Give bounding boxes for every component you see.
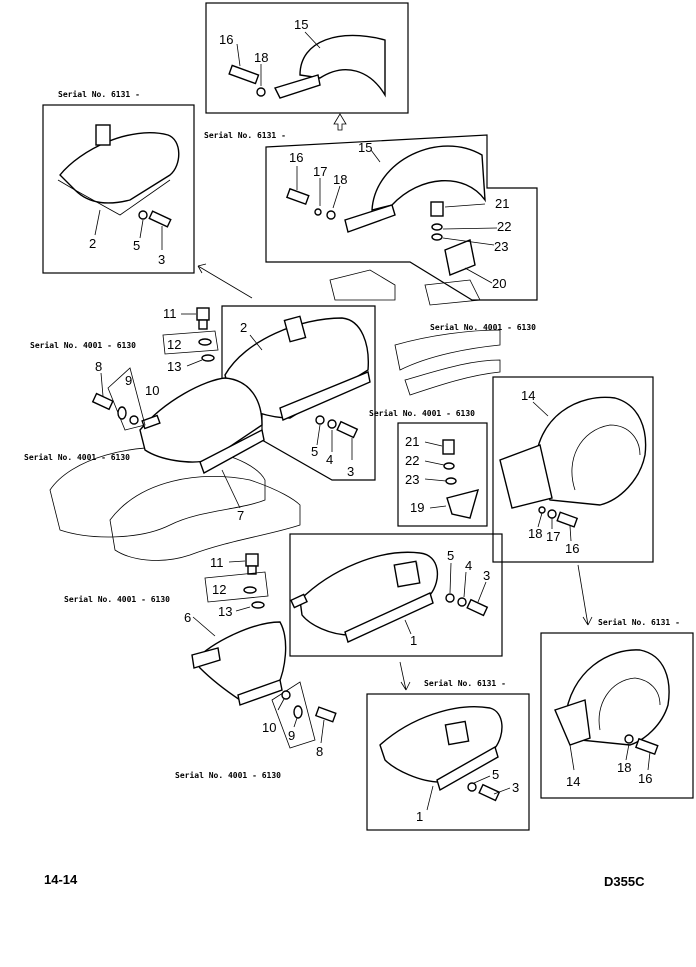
callout-18: 18 xyxy=(333,172,347,187)
box-small: 21 22 23 19 xyxy=(397,422,488,527)
box-rear: 16 17 18 15 21 22 23 20 xyxy=(265,134,538,301)
arrow xyxy=(577,564,593,626)
callout-10: 10 xyxy=(145,383,159,398)
box-top: 16 18 15 xyxy=(205,2,409,131)
callout-14: 14 xyxy=(566,774,580,789)
callout-1: 1 xyxy=(416,809,423,824)
callout-13: 13 xyxy=(218,604,232,619)
callout-21: 21 xyxy=(405,434,419,449)
box-bottom-center: 5 4 3 1 xyxy=(289,533,503,657)
serial-label: Serial No. 4001 - 6130 xyxy=(30,340,136,350)
callout-16: 16 xyxy=(565,541,579,556)
model-code: D355C xyxy=(604,874,645,889)
callout-20: 20 xyxy=(492,276,506,291)
serial-label: Serial No. 6131 - xyxy=(424,678,506,688)
arrow xyxy=(399,661,411,691)
callout-11: 11 xyxy=(163,306,177,321)
serial-label: Serial No. 4001 - 6130 xyxy=(369,408,475,418)
callout-18: 18 xyxy=(528,526,542,541)
callout-10: 10 xyxy=(262,720,276,735)
callout-13: 13 xyxy=(167,359,181,374)
callout-23: 23 xyxy=(494,239,508,254)
callout-12: 12 xyxy=(212,582,226,597)
machine-outline xyxy=(49,269,501,561)
callout-9: 9 xyxy=(288,728,295,743)
callout-9: 9 xyxy=(125,373,132,388)
callout-18: 18 xyxy=(254,50,268,65)
callout-22: 22 xyxy=(497,219,511,234)
callout-16: 16 xyxy=(638,771,652,786)
callout-3: 3 xyxy=(512,780,519,795)
main-left-parts: 11 12 13 8 9 10 xyxy=(91,306,219,431)
page-number: 14-14 xyxy=(44,872,78,887)
serial-label: Serial No. 4001 - 6130 xyxy=(24,452,130,462)
callout-23: 23 xyxy=(405,472,419,487)
bottom-left-parts: Serial No. 4001 - 6130 11 12 13 6 10 9 8 xyxy=(64,553,337,759)
callout-6: 6 xyxy=(184,610,191,625)
callout-2: 2 xyxy=(89,236,96,251)
serial-label: Serial No. 6131 - xyxy=(204,130,286,140)
box-left: 2 5 3 xyxy=(42,104,195,274)
callout-5: 5 xyxy=(447,548,454,563)
box-bottom: 5 3 1 xyxy=(366,693,530,831)
callout-22: 22 xyxy=(405,453,419,468)
serial-label: Serial No. 4001 - 6130 xyxy=(430,322,536,332)
callout-3: 3 xyxy=(483,568,490,583)
callout-12: 12 xyxy=(167,337,181,352)
callout-14: 14 xyxy=(521,388,535,403)
box-main: 2 5 4 3 7 xyxy=(139,305,376,523)
callout-2: 2 xyxy=(240,320,247,335)
callout-7: 7 xyxy=(237,508,244,523)
callout-3: 3 xyxy=(158,252,165,267)
callout-16: 16 xyxy=(289,150,303,165)
callout-19: 19 xyxy=(410,500,424,515)
serial-label: Serial No. 6131 - xyxy=(598,617,680,627)
callout-8: 8 xyxy=(95,359,102,374)
serial-label: Serial No. 6131 - xyxy=(58,89,140,99)
callout-5: 5 xyxy=(133,238,140,253)
callout-17: 17 xyxy=(313,164,327,179)
callout-4: 4 xyxy=(326,452,333,467)
box-bottom-right: 14 18 16 xyxy=(540,632,694,799)
serial-label: Serial No. 4001 - 6130 xyxy=(64,594,170,604)
callout-11: 11 xyxy=(210,555,224,570)
callout-5: 5 xyxy=(492,767,499,782)
callout-16: 16 xyxy=(219,32,233,47)
callout-4: 4 xyxy=(465,558,472,573)
serial-label: Serial No. 4001 - 6130 xyxy=(175,770,281,780)
box-right: 14 18 17 16 xyxy=(492,376,654,563)
callout-1: 1 xyxy=(410,633,417,648)
callout-15: 15 xyxy=(294,17,308,32)
callout-15: 15 xyxy=(358,140,372,155)
callout-21: 21 xyxy=(495,196,509,211)
callout-17: 17 xyxy=(546,529,560,544)
callout-8: 8 xyxy=(316,744,323,759)
callout-18: 18 xyxy=(617,760,631,775)
callout-3: 3 xyxy=(347,464,354,479)
callout-5: 5 xyxy=(311,444,318,459)
arrow xyxy=(197,263,253,299)
